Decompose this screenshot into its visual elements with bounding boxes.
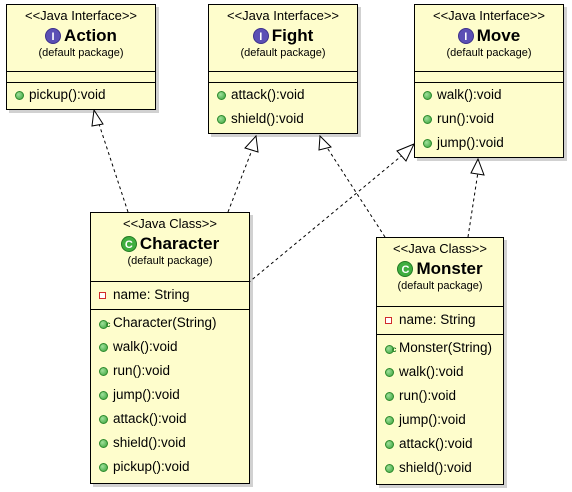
stereotype-label: <<Java Class>> [123,216,217,231]
method-row: attack():void [377,432,503,456]
public-method-icon [385,391,394,401]
method-row: run():void [91,359,249,383]
public-method-icon [385,415,394,425]
edge-character-action [98,123,129,213]
interface-name: Action [64,26,117,45]
class-name: Monster [416,259,483,278]
public-method-icon [99,438,108,448]
private-field-icon [385,316,392,324]
public-method-icon [423,114,432,124]
attributes-section: name: String [377,306,503,334]
method-row: jump():void [377,408,503,432]
methods-section: walk():void run():void jump():void [415,82,563,155]
interface-icon: I [252,28,269,44]
methods-section: pickup():void [7,82,155,107]
private-field-icon [99,291,106,299]
constructor-icon: c [99,318,110,329]
class-icon: C [397,261,414,277]
arrowhead-move-left [396,143,416,162]
package-label: (default package) [397,280,483,292]
method-row: walk():void [377,360,503,384]
public-method-icon [385,439,394,449]
interface-icon: I [457,28,474,44]
public-method-icon [99,462,108,472]
constructor-icon: c [385,343,396,354]
public-method-icon [423,138,432,148]
interface-name: Move [476,26,521,45]
method-row: jump():void [91,383,249,407]
class-name: Character [139,234,220,253]
arrowhead-fight-right [318,134,332,151]
method-row: shield():void [377,456,503,480]
method-row: walk():void [91,335,249,359]
package-label: (default package) [38,47,124,59]
method-row: jump():void [415,131,563,155]
method-row: shield():void [91,431,249,455]
public-method-icon [99,366,108,376]
interface-icon: I [45,28,62,44]
edge-monster-fight [325,145,386,238]
stereotype-label: <<Java Interface>> [226,8,340,23]
field-row: name: String [91,283,249,307]
arrowhead-move-right [470,157,485,176]
stereotype-label: <<Java Interface>> [432,8,546,23]
field-row: name: String [377,308,503,332]
public-method-icon [423,90,432,100]
interface-name: Fight [271,26,314,45]
methods-section: attack():void shield():void [209,82,357,131]
edge-character-fight [227,149,253,213]
package-label: (default package) [446,47,532,59]
method-row: pickup():void [91,455,249,479]
method-row: shield():void [209,107,357,131]
attributes-section [7,71,155,82]
method-row: attack():void [91,407,249,431]
class-icon: C [120,236,137,252]
method-row: walk():void [415,83,563,107]
stereotype-label: <<Java Class>> [393,241,487,256]
attributes-section: name: String [91,281,249,309]
package-label: (default package) [240,47,326,59]
public-method-icon [15,90,24,100]
public-method-icon [385,367,394,377]
public-method-icon [99,390,108,400]
stereotype-label: <<Java Interface>> [24,8,138,23]
public-method-icon [99,342,108,352]
public-method-icon [385,463,394,473]
package-label: (default package) [127,255,213,267]
method-row: run():void [415,107,563,131]
method-row: pickup():void [7,83,155,107]
public-method-icon [99,414,108,424]
public-method-icon [217,90,226,100]
method-row: attack():void [209,83,357,107]
public-method-icon [217,114,226,124]
arrowhead-fight-left [244,134,259,153]
attributes-section [415,71,563,82]
method-row: run():void [377,384,503,408]
attributes-section [209,71,357,82]
edge-monster-move [467,171,479,238]
arrowhead-action [91,108,104,127]
